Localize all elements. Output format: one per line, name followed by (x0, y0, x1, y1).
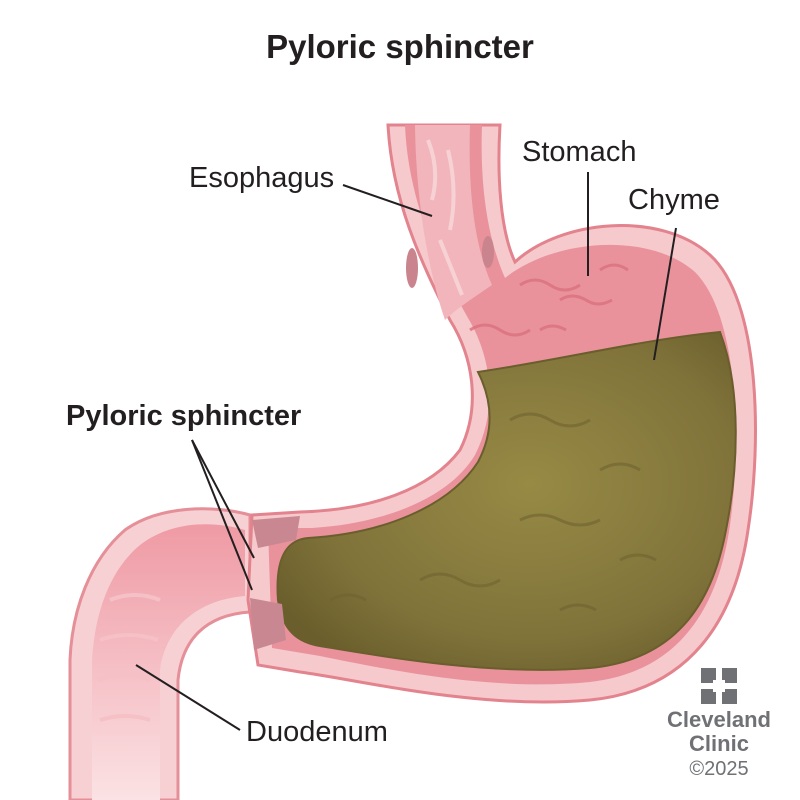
duodenum-leader (135, 664, 241, 731)
pyloric-leader-a (191, 439, 255, 559)
brand-name-line2: Clinic (689, 731, 749, 756)
stomach-label: Stomach (522, 136, 637, 168)
cleveland-clinic-logo-icon (701, 668, 737, 704)
leader-lines (135, 172, 677, 731)
brand-block: Cleveland Clinic ©2025 (660, 668, 778, 782)
duodenum-shape (68, 507, 252, 800)
brand-name-line1: Cleveland (667, 707, 771, 732)
duodenum-label: Duodenum (246, 716, 388, 748)
pyloric-sphincter-shape (250, 516, 300, 650)
chyme-label: Chyme (628, 184, 720, 216)
chyme-shape (276, 330, 737, 671)
diagram-title: Pyloric sphincter (266, 28, 534, 65)
esophagus-leader (342, 184, 433, 217)
copyright-text: ©2025 (689, 758, 749, 780)
pyloric-leader-b (191, 439, 253, 591)
pyloric-sphincter-label: Pyloric sphincter (66, 400, 302, 432)
esophagus-label: Esophagus (189, 162, 335, 194)
chyme-leader (653, 227, 677, 361)
